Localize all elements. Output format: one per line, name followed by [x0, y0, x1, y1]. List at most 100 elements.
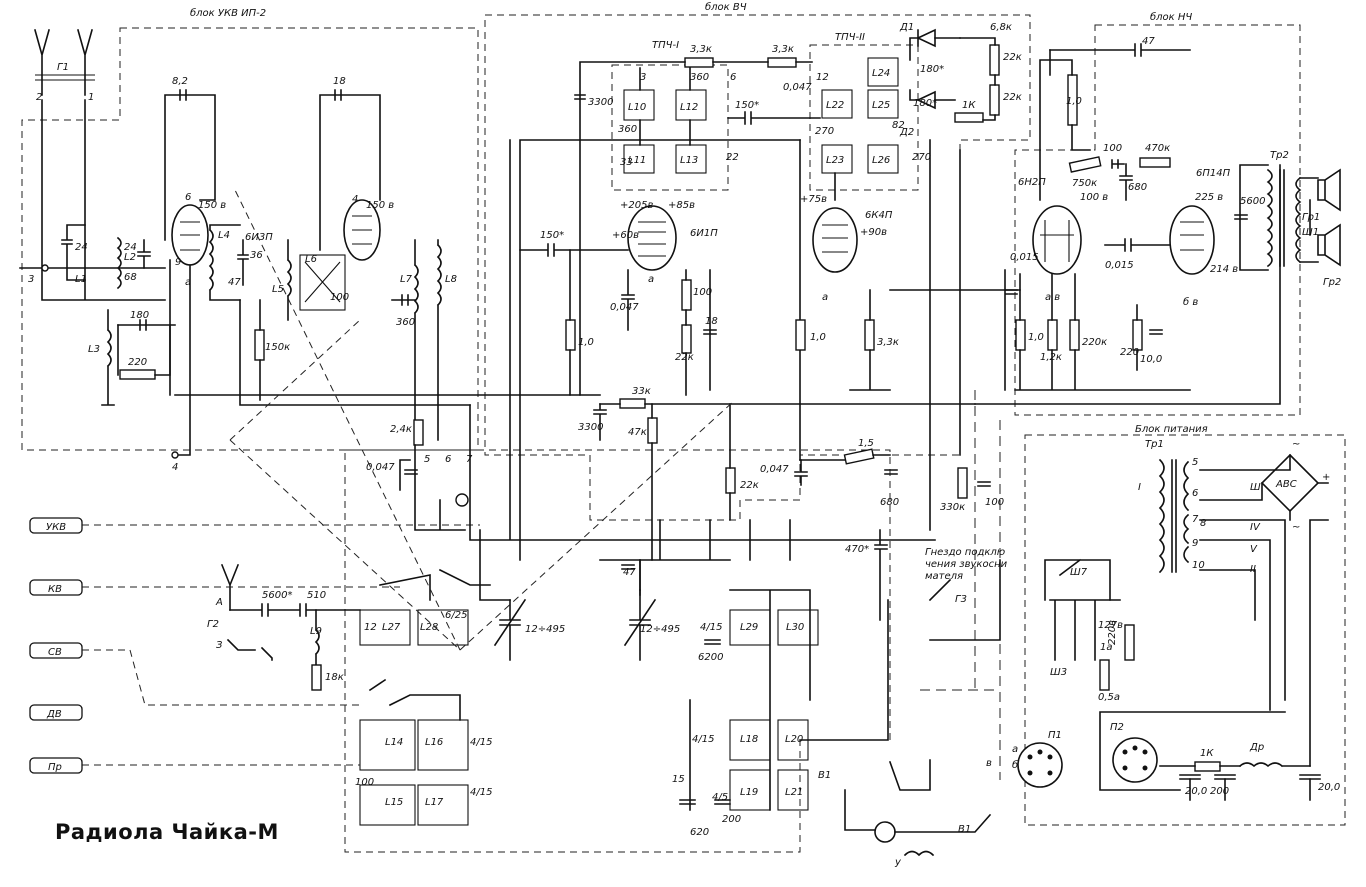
tube-6p14p-label: 6П14П [1196, 168, 1231, 179]
ground-label: З [216, 640, 223, 651]
svg-text:3,3к: 3,3к [772, 44, 794, 55]
svg-text:9: 9 [1192, 538, 1198, 549]
svg-text:Ш7: Ш7 [1070, 567, 1088, 578]
svg-text:5: 5 [1192, 457, 1198, 468]
svg-text:33к: 33к [632, 386, 651, 397]
svg-text:L8: L8 [445, 274, 457, 285]
svg-text:750к: 750к [1072, 178, 1097, 189]
svg-text:47: 47 [228, 277, 241, 288]
band-pr-button[interactable]: Пр [29, 757, 83, 774]
svg-text:L2: L2 [124, 252, 136, 263]
svg-text:68: 68 [124, 272, 137, 283]
svg-text:220: 220 [1120, 347, 1139, 358]
tube-6i1p-label: 6И1П [690, 228, 718, 239]
svg-text:3: 3 [28, 274, 34, 285]
svg-text:470к: 470к [1145, 143, 1170, 154]
svg-text:127в: 127в [1098, 620, 1123, 631]
svg-text:12÷495: 12÷495 [640, 624, 680, 635]
svg-text:В1: В1 [818, 770, 831, 781]
svg-text:L15: L15 [385, 797, 403, 808]
svg-text:270: 270 [815, 126, 834, 137]
svg-text:6: 6 [730, 72, 736, 83]
band-dv-button[interactable]: ДВ [29, 704, 83, 721]
svg-text:24: 24 [75, 242, 88, 253]
svg-text:12: 12 [364, 622, 377, 633]
svg-text:L12: L12 [680, 102, 698, 113]
svg-text:П2: П2 [1110, 722, 1124, 733]
tr1-label: Тр1 [1145, 439, 1164, 450]
tube-6n2p-label: 6Н2П [1018, 177, 1046, 188]
svg-text:L16: L16 [425, 737, 443, 748]
svg-text:6/25: 6/25 [445, 610, 467, 621]
svg-text:6: 6 [1192, 488, 1198, 499]
svg-text:а: а [822, 292, 828, 303]
svg-text:L10: L10 [628, 102, 646, 113]
svg-text:а: а [1012, 744, 1018, 755]
svg-text:L20: L20 [785, 734, 803, 745]
svg-text:б: б [1012, 759, 1018, 771]
svg-text:L28: L28 [420, 622, 438, 633]
svg-text:270: 270 [912, 152, 931, 163]
svg-text:L29: L29 [740, 622, 758, 633]
svg-text:15: 15 [672, 774, 685, 785]
band-sv-button[interactable]: СВ [29, 642, 83, 659]
svg-text:680: 680 [880, 497, 899, 508]
svg-text:I: I [1138, 482, 1141, 493]
svg-text:82: 82 [892, 120, 905, 131]
svg-text:18: 18 [705, 316, 718, 327]
svg-text:12: 12 [816, 72, 829, 83]
band-kv-label: КВ [48, 584, 62, 595]
svg-text:47: 47 [1142, 36, 1155, 47]
svg-text:В1: В1 [958, 824, 971, 835]
svg-text:4/15: 4/15 [470, 787, 492, 798]
tube-6k4p-label: 6К4П [865, 210, 893, 221]
svg-text:0,047: 0,047 [610, 302, 639, 313]
svg-text:4/15: 4/15 [700, 622, 722, 633]
band-dv-label: ДВ [46, 709, 62, 720]
svg-text:4/15: 4/15 [470, 737, 492, 748]
band-kv-button[interactable]: КВ [29, 579, 83, 596]
svg-text:L24: L24 [872, 68, 890, 79]
antenna-label: А [215, 597, 223, 608]
band-sv-label: СВ [48, 647, 62, 658]
svg-text:3300: 3300 [578, 422, 603, 433]
svg-text:150*: 150* [735, 100, 759, 111]
svg-text:220: 220 [128, 357, 147, 368]
svg-text:Д1: Д1 [899, 22, 914, 33]
svg-text:+60в: +60в [612, 230, 639, 241]
svg-text:7: 7 [1192, 514, 1199, 525]
svg-text:Г2: Г2 [207, 619, 219, 630]
svg-text:L5: L5 [272, 284, 284, 295]
svg-text:18: 18 [333, 76, 346, 87]
svg-text:5600*: 5600* [262, 590, 292, 601]
svg-text:360: 360 [396, 317, 415, 328]
svg-text:360: 360 [690, 72, 709, 83]
svg-text:18к: 18к [325, 672, 344, 683]
svg-text:6,8к: 6,8к [990, 22, 1012, 33]
svg-text:L11: L11 [628, 155, 646, 166]
svg-text:L26: L26 [872, 155, 890, 166]
svg-text:0,015: 0,015 [1105, 260, 1134, 271]
svg-text:12÷495: 12÷495 [525, 624, 565, 635]
band-ukv-button[interactable]: УКВ [29, 517, 83, 534]
svg-text:Ш: Ш [1250, 482, 1261, 493]
svg-text:0,047: 0,047 [366, 462, 395, 473]
vch-block: ТПЧ-I ТПЧ-II 3,3к 3,3к 3300 L10 L11 L12 … [519, 22, 1022, 561]
svg-text:L4: L4 [218, 230, 230, 241]
svg-text:1К: 1К [962, 100, 976, 111]
svg-text:8: 8 [1200, 518, 1206, 529]
svg-text:1К: 1К [1200, 748, 1214, 759]
svg-text:L18: L18 [740, 734, 758, 745]
svg-text:1,0: 1,0 [810, 332, 826, 343]
dipole-tap [35, 74, 95, 81]
svg-text:360: 360 [618, 124, 637, 135]
svg-text:мателя: мателя [925, 571, 963, 582]
svg-text:4: 4 [172, 462, 178, 473]
block-outlines [21, 14, 1346, 853]
rectifier-label: АВС [1275, 479, 1297, 490]
svg-text:0,047: 0,047 [760, 464, 789, 475]
svg-text:L17: L17 [425, 797, 444, 808]
tr2-label: Тр2 [1270, 150, 1289, 161]
choke-label: Др [1249, 742, 1264, 753]
